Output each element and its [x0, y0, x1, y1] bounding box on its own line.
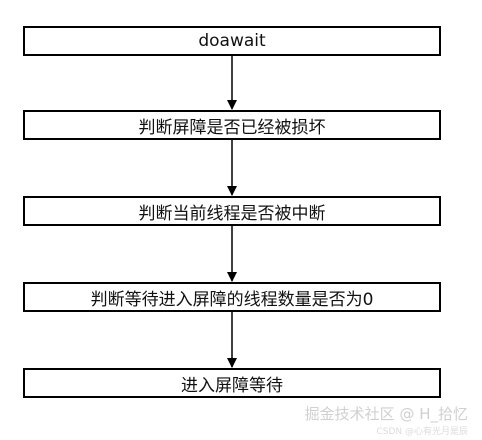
- watermark-sub: CSDN @心有光月是辰: [376, 427, 468, 437]
- flow-step-label: 进入屏障等待: [181, 375, 283, 396]
- flow-step-label: 判断当前线程是否被中断: [138, 203, 326, 224]
- flow-step-enter-barrier-wait: 进入屏障等待: [23, 368, 441, 398]
- flow-step-label: doawait: [198, 31, 266, 51]
- flow-step-label: 判断屏障是否已经被损坏: [138, 117, 326, 138]
- flow-step-check-waiting-count: 判断等待进入屏障的线程数量是否为0: [23, 282, 441, 312]
- watermark-main: 掘金技术社区 @ H_拾忆: [304, 405, 468, 423]
- flow-step-check-thread-interrupted: 判断当前线程是否被中断: [23, 196, 441, 226]
- flow-step-label: 判断等待进入屏障的线程数量是否为0: [90, 289, 374, 310]
- flow-step-check-barrier-broken: 判断屏障是否已经被损坏: [23, 110, 441, 140]
- flow-step-doawait: doawait: [23, 26, 441, 56]
